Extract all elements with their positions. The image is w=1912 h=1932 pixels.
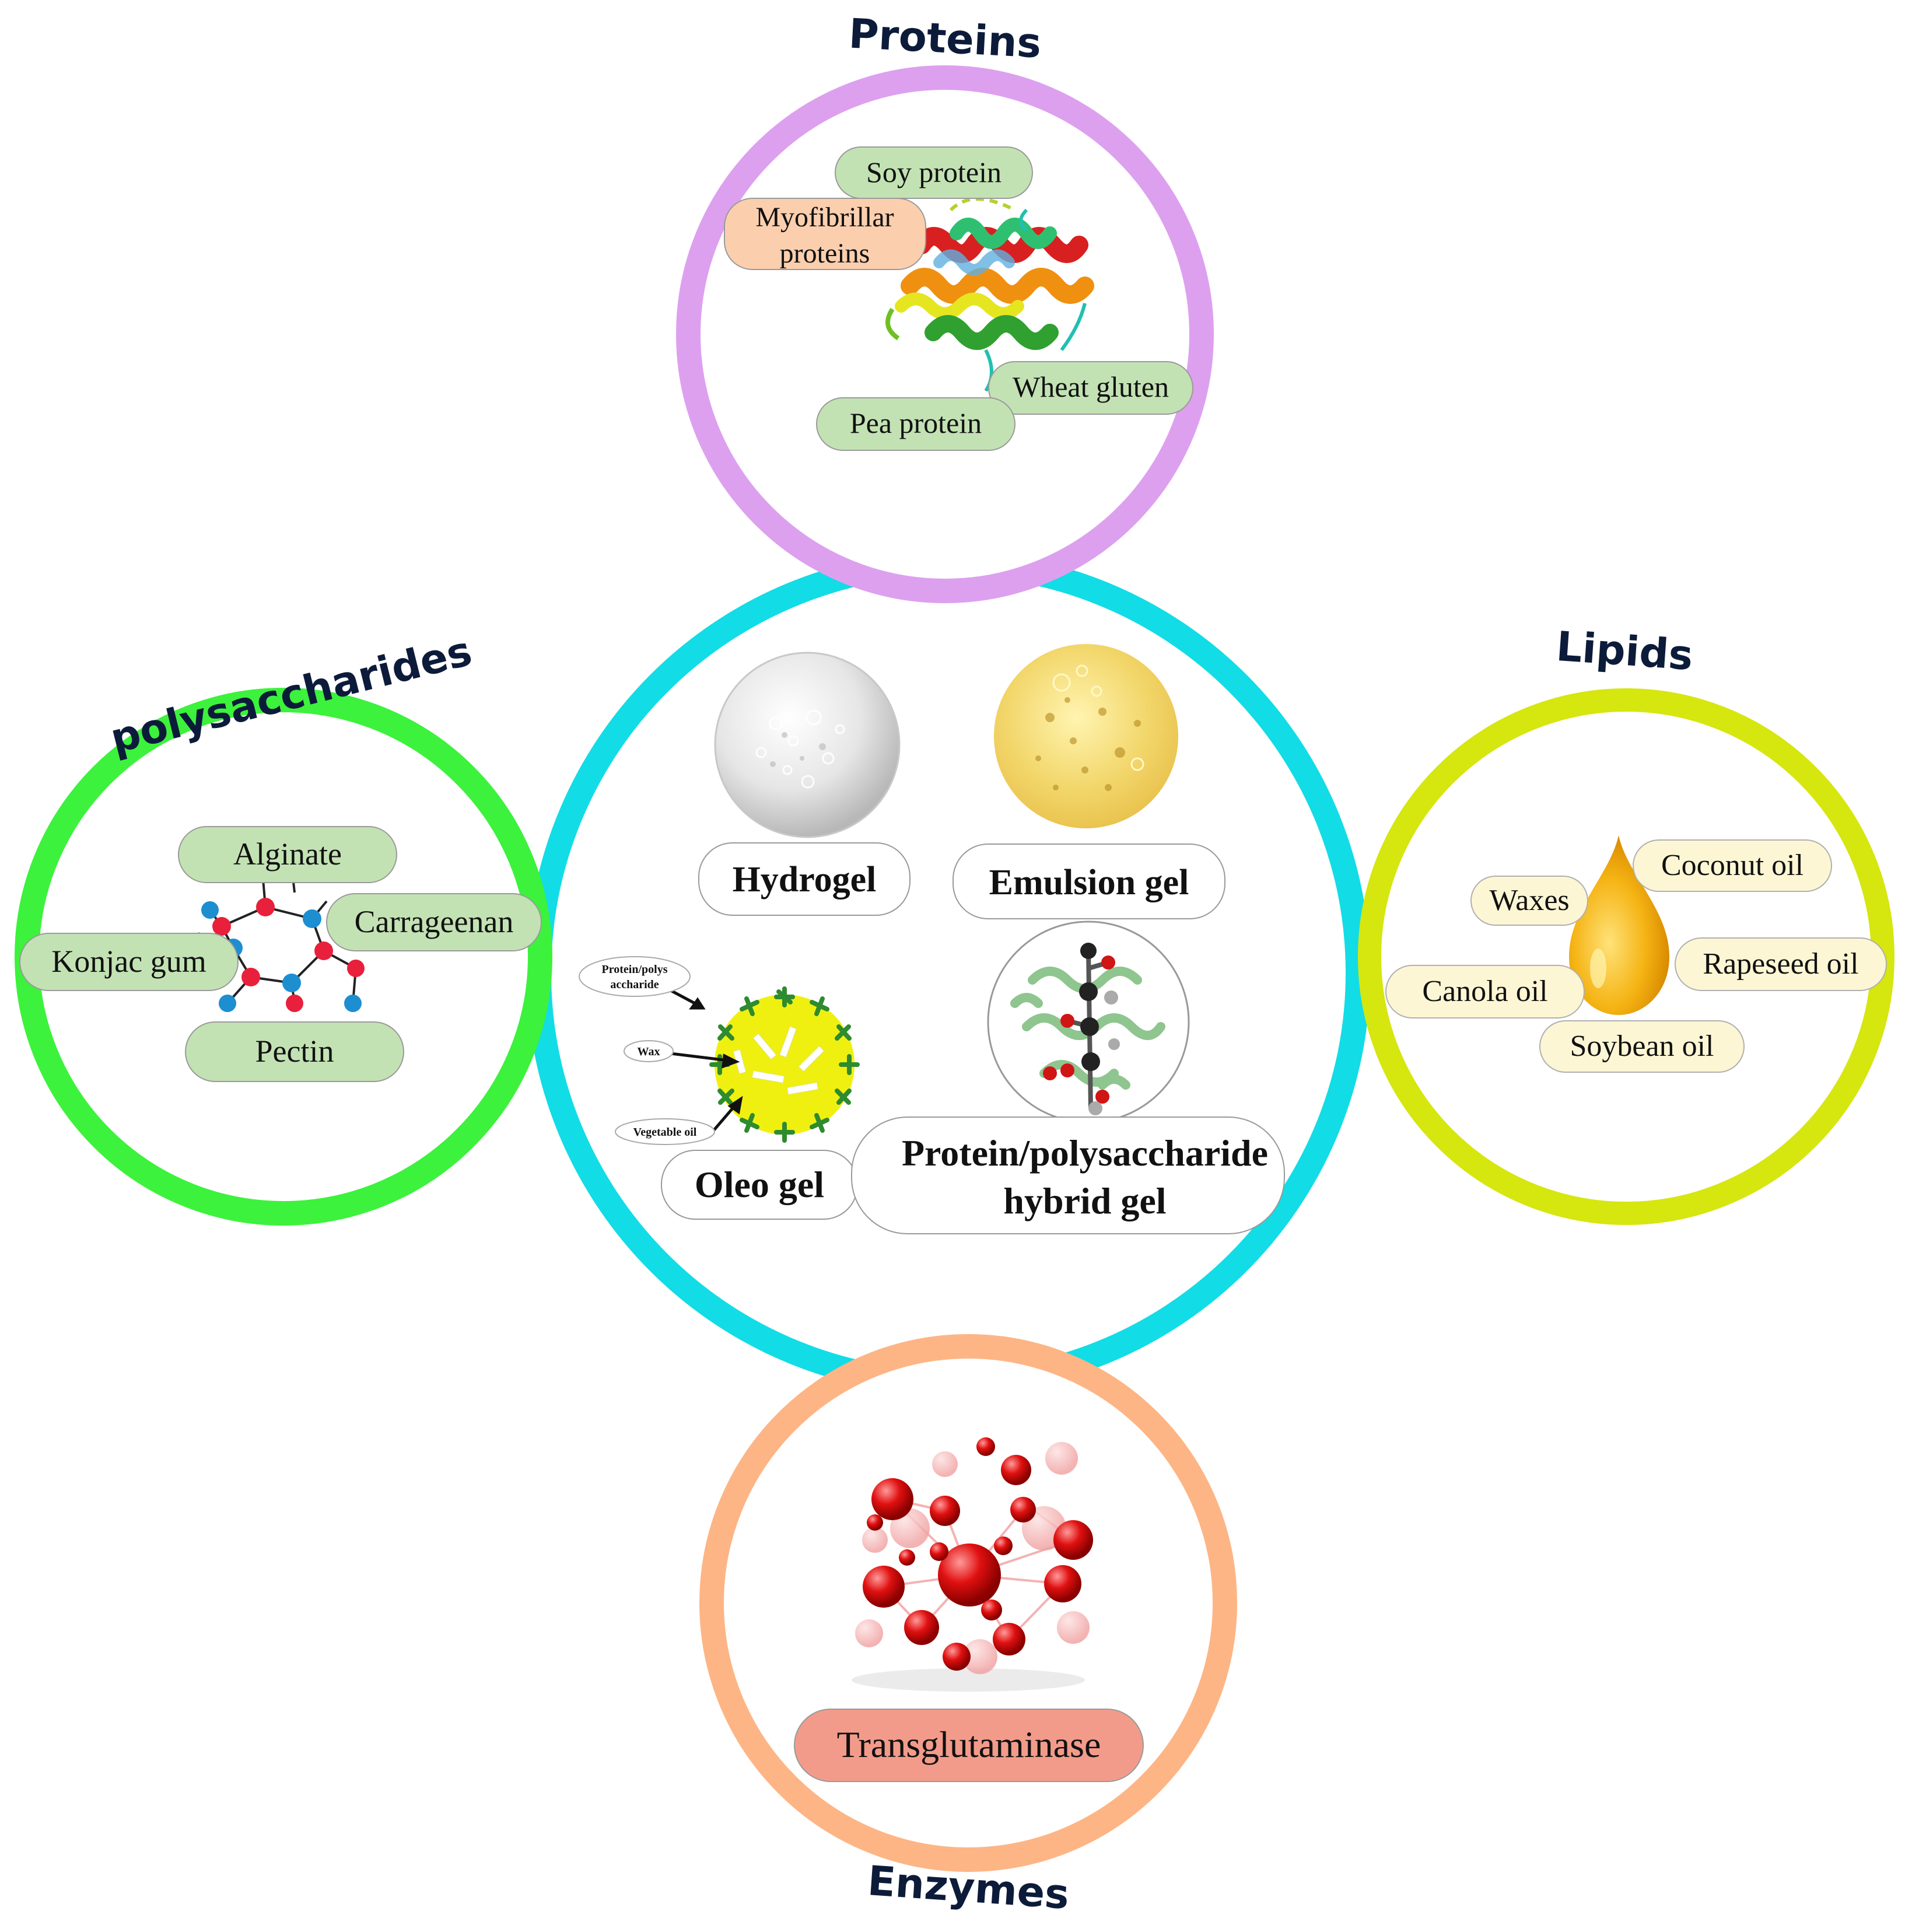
- waxes-label: Waxes: [1489, 884, 1569, 917]
- proteins-title: Proteins: [848, 9, 1042, 67]
- pea-protein-label: Pea protein: [850, 407, 982, 439]
- oleo-oil-callout: Vegetable oil: [615, 1118, 715, 1145]
- oleo-protein-label-line2: accharide: [610, 978, 659, 991]
- myofibrillar-label-line1: Myofibrillar: [755, 202, 894, 233]
- wheat-gluten-label: Wheat gluten: [1013, 370, 1169, 403]
- myofibrillar-label-line2: proteins: [780, 238, 870, 269]
- canola-oil-pill: Canola oil: [1385, 965, 1585, 1019]
- transglutaminase-pill: Transglutaminase: [794, 1709, 1144, 1782]
- rapeseed-oil-pill: Rapeseed oil: [1675, 937, 1887, 991]
- hydrogel-pill: Hydrogel: [698, 842, 911, 916]
- oleo-protein-callout: Protein/polys accharide: [579, 956, 691, 997]
- soy-protein-pill: Soy protein: [835, 146, 1033, 199]
- carrageenan-label: Carrageenan: [355, 904, 514, 939]
- hybrid-gel-pill: Protein/polysaccharide hybrid gel: [851, 1116, 1285, 1234]
- oleo-wax-callout: Wax: [624, 1040, 674, 1062]
- hybrid-gel-label-line1: Protein/polysaccharide: [902, 1132, 1268, 1174]
- oil-drop-icon: [1569, 835, 1669, 1015]
- lipids-title: Lipids: [1554, 622, 1694, 680]
- soy-protein-label: Soy protein: [866, 156, 1001, 188]
- hydrogel-sphere-icon: [714, 652, 901, 838]
- coconut-oil-pill: Coconut oil: [1633, 839, 1832, 892]
- pectin-label: Pectin: [255, 1034, 334, 1069]
- oleo-gel-pill: Oleo gel: [661, 1150, 858, 1220]
- alginate-label: Alginate: [233, 836, 342, 872]
- pectin-pill: Pectin: [185, 1021, 404, 1082]
- transglutaminase-label: Transglutaminase: [837, 1724, 1101, 1765]
- konjac-gum-label: Konjac gum: [51, 944, 206, 979]
- canola-oil-label: Canola oil: [1422, 975, 1547, 1008]
- hybrid-gel-label-line2: hybrid gel: [1003, 1180, 1166, 1222]
- pea-protein-pill: Pea protein: [816, 397, 1015, 451]
- emulsion-sphere-icon: [994, 644, 1178, 828]
- oleo-protein-label-line1: Protein/polys: [602, 963, 668, 976]
- carrageenan-pill: Carrageenan: [326, 893, 542, 951]
- hybrid-gel-structure-icon: [987, 921, 1190, 1124]
- hydrogel-label: Hydrogel: [733, 860, 877, 900]
- rapeseed-oil-label: Rapeseed oil: [1703, 947, 1858, 981]
- wheat-gluten-pill: Wheat gluten: [988, 361, 1193, 415]
- protein-structure-icon: [885, 197, 1094, 392]
- waxes-pill: Waxes: [1470, 876, 1588, 926]
- soybean-oil-pill: Soybean oil: [1539, 1020, 1745, 1073]
- oleogel-structure-icon: [666, 986, 860, 1143]
- emulsion-gel-label: Emulsion gel: [989, 863, 1189, 902]
- oleo-gel-label: Oleo gel: [695, 1164, 824, 1205]
- konjac-gum-pill: Konjac gum: [19, 933, 239, 991]
- oleo-wax-label: Wax: [638, 1045, 660, 1058]
- myofibrillar-proteins-pill: Myofibrillar proteins: [724, 198, 926, 270]
- enzyme-network-icon: [852, 1437, 1093, 1692]
- coconut-oil-label: Coconut oil: [1661, 849, 1804, 882]
- emulsion-gel-pill: Emulsion gel: [953, 844, 1225, 919]
- enzymes-title: Enzymes: [866, 1857, 1071, 1919]
- polysaccharide-molecule-icon: [198, 864, 365, 1012]
- alginate-pill: Alginate: [178, 826, 397, 883]
- oleo-oil-label: Vegetable oil: [633, 1126, 697, 1139]
- soybean-oil-label: Soybean oil: [1570, 1030, 1714, 1063]
